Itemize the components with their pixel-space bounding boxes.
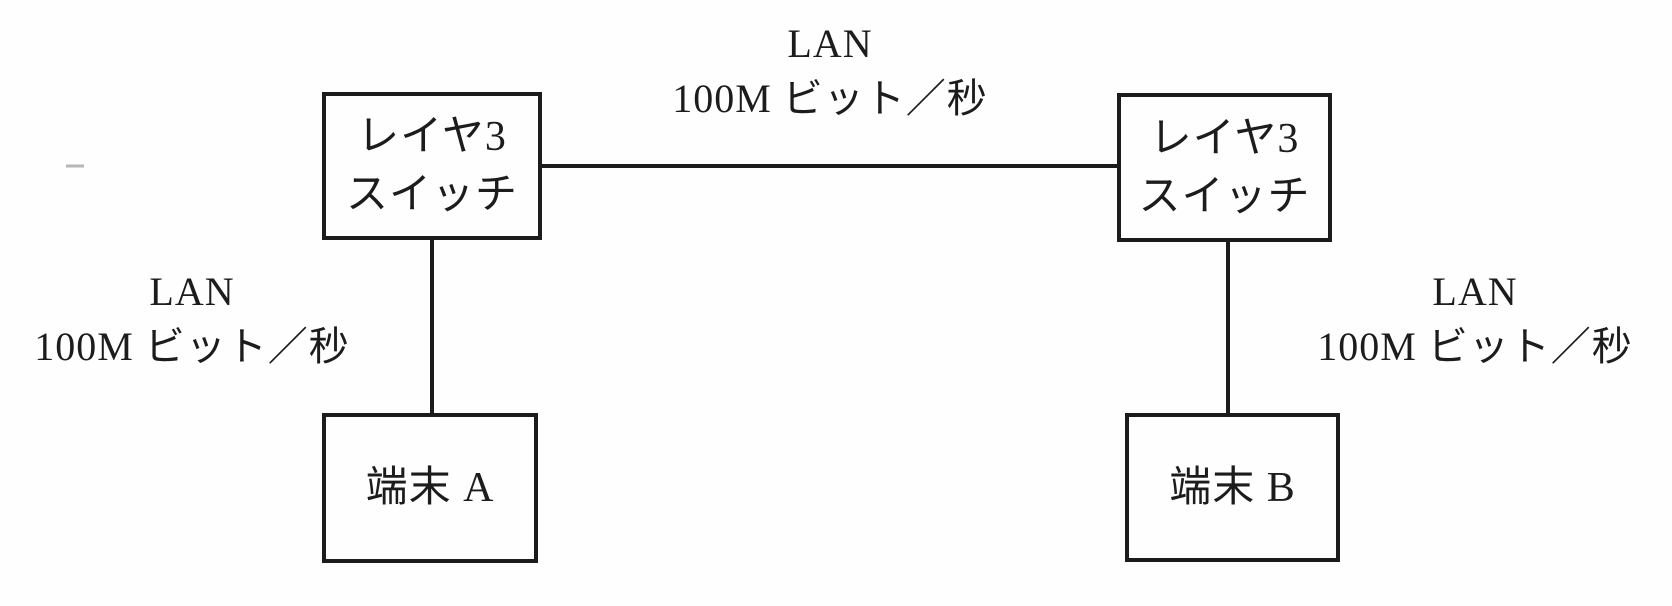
link-label-line: 100M ビット／秒 <box>34 324 350 369</box>
link-label-line: LAN <box>1432 269 1518 314</box>
node-label-line: スイッチ <box>345 172 518 218</box>
node-label-line: レイヤ3 <box>357 114 507 160</box>
link-label-terminal-b: LAN 100M ビット／秒 <box>1225 264 1672 374</box>
link-label-backbone: LAN 100M ビット／秒 <box>580 16 1080 126</box>
node-label-line: スイッチ <box>1138 173 1311 220</box>
link-label-line: LAN <box>149 269 235 314</box>
link-label-line: 100M ビット／秒 <box>1317 324 1633 369</box>
node-layer3-switch-right: レイヤ3 スイッチ <box>1117 93 1332 242</box>
link-label-terminal-a: LAN 100M ビット／秒 <box>0 264 384 374</box>
node-terminal-b: 端末 B <box>1125 413 1340 562</box>
node-terminal-a: 端末 A <box>322 413 538 563</box>
link-label-line: 100M ビット／秒 <box>672 76 988 121</box>
node-label-line: 端末 A <box>365 465 495 511</box>
node-layer3-switch-left: レイヤ3 スイッチ <box>322 92 542 240</box>
node-label-line: 端末 B <box>1169 464 1296 511</box>
link-label-line: LAN <box>787 21 873 66</box>
node-label-line: レイヤ3 <box>1149 115 1300 162</box>
